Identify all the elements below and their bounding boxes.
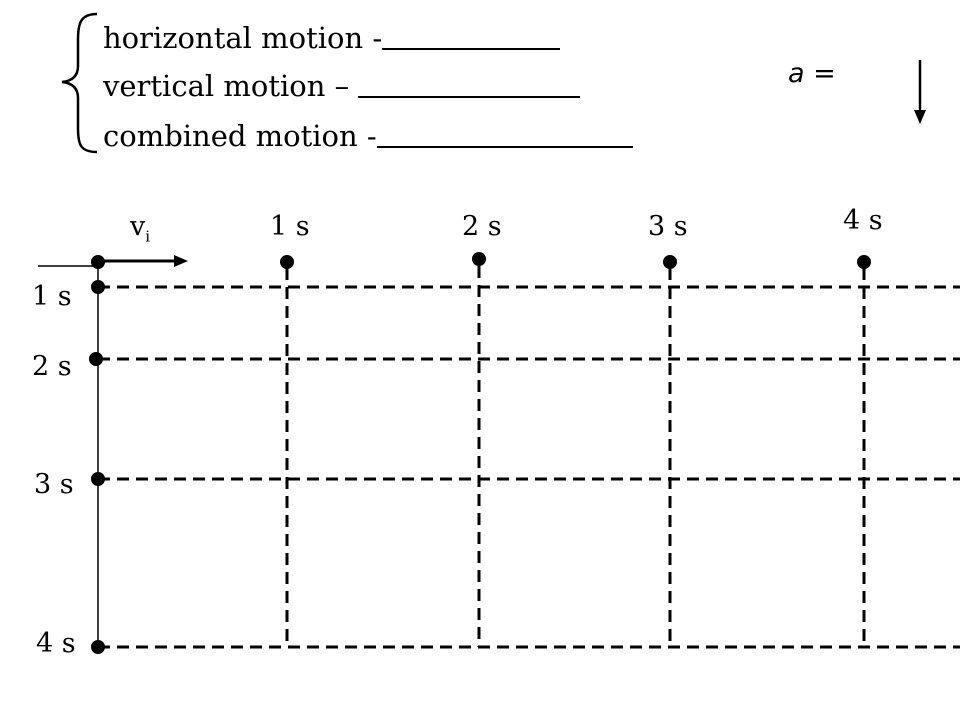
horizontal-time-label: 1 s xyxy=(270,211,310,242)
horizontal-motion-line: horizontal motion - xyxy=(103,21,561,55)
vertical-motion-line: vertical motion – xyxy=(103,69,581,103)
vertical-time-label: 4 s xyxy=(36,628,76,659)
vertical-position-dot xyxy=(91,280,105,294)
acceleration-arrowhead-icon xyxy=(914,110,926,124)
vertical-time-label: 2 s xyxy=(32,351,72,382)
horizontal-position-dot xyxy=(280,255,294,269)
acceleration-label: a = xyxy=(788,60,836,87)
velocity-symbol: v xyxy=(130,211,146,242)
combined-motion-label: combined motion - xyxy=(103,119,377,153)
horizontal-time-label: 2 s xyxy=(462,211,502,242)
horizontal-motion-blank[interactable] xyxy=(382,22,561,50)
horizontal-time-label: 4 s xyxy=(843,205,883,236)
vertical-position-dot xyxy=(89,352,103,366)
acceleration-equals: = xyxy=(813,58,836,89)
horizontal-position-dot xyxy=(472,252,486,266)
vertical-time-label: 1 s xyxy=(32,281,72,312)
curly-brace-icon xyxy=(61,12,98,154)
vertical-time-label: 3 s xyxy=(34,469,74,500)
horizontal-position-dot xyxy=(857,255,871,269)
horizontal-time-label: 3 s xyxy=(648,211,688,242)
start-position-dot xyxy=(91,255,105,269)
vertical-position-dot xyxy=(91,472,105,486)
velocity-subscript: i xyxy=(145,227,151,246)
initial-velocity-label: vi xyxy=(130,213,150,244)
horizontal-motion-label: horizontal motion - xyxy=(103,21,383,55)
vertical-motion-blank[interactable] xyxy=(358,70,581,98)
combined-motion-blank[interactable] xyxy=(376,120,633,148)
velocity-arrowhead-icon xyxy=(174,255,188,267)
vertical-motion-label: vertical motion – xyxy=(103,69,359,103)
combined-motion-line: combined motion - xyxy=(103,120,633,151)
horizontal-position-dot xyxy=(663,255,677,269)
acceleration-symbol: a xyxy=(788,58,805,89)
vertical-position-dot xyxy=(91,640,105,654)
